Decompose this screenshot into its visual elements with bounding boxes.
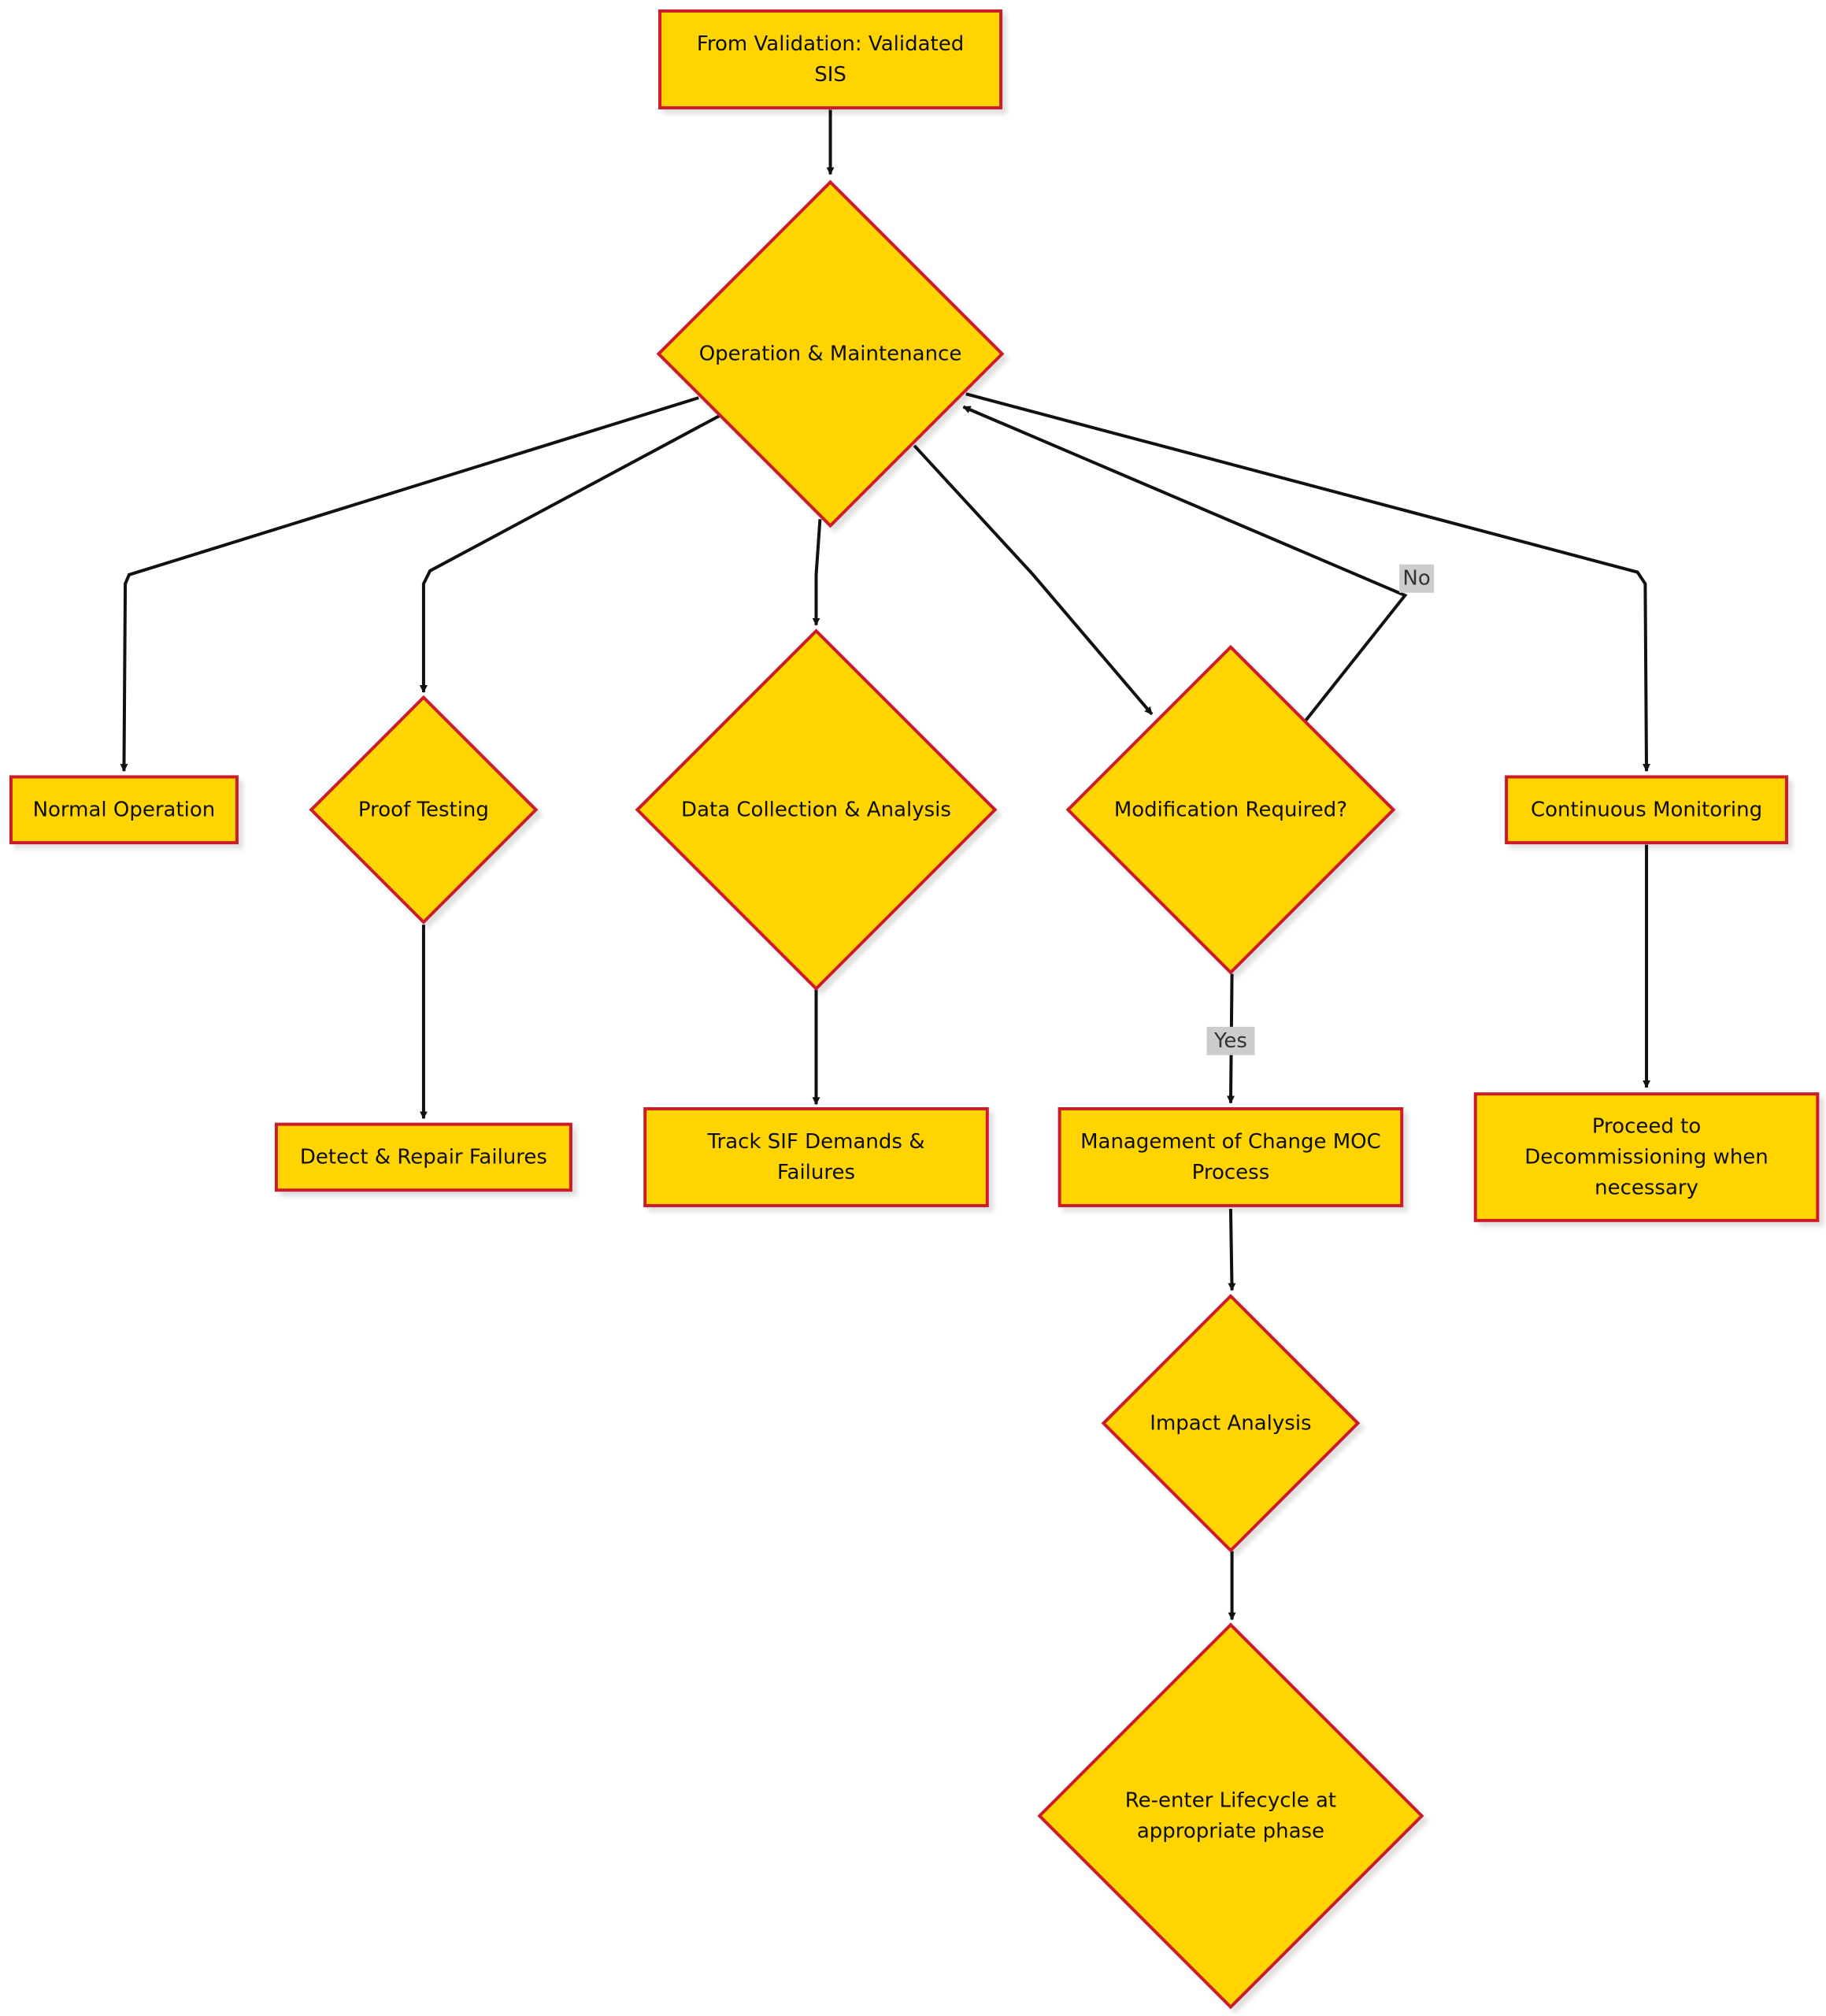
edge-operation-maintenance-to-data-collection	[812, 519, 822, 626]
node-label-line: necessary	[1595, 1176, 1698, 1199]
node-normal-operation: Normal Operation	[9, 775, 239, 845]
node-label-line: Process	[1192, 1161, 1270, 1184]
node-label-line: Operation & Maintenance	[699, 342, 962, 365]
edge-label-no: No	[1399, 564, 1435, 593]
node-label-line: Proceed to	[1592, 1114, 1701, 1138]
edge-moc-process-to-impact-analysis	[1228, 1209, 1236, 1292]
node-label-line: Impact Analysis	[1150, 1411, 1311, 1435]
process-box	[643, 1106, 989, 1207]
node-detect-repair: Detect & Repair Failures	[274, 1122, 572, 1192]
edge-labels-layer: Yes No	[1206, 564, 1435, 1055]
node-moc-process: Management of Change MOC Process	[1057, 1106, 1404, 1207]
node-proof-testing: Proof Testing	[309, 695, 539, 925]
process-box	[1473, 1092, 1820, 1222]
node-label-line: Detect & Repair Failures	[300, 1145, 547, 1169]
node-label-line: Modification Required?	[1114, 798, 1347, 821]
process-box	[1505, 775, 1788, 845]
node-label-line: Re-enter Lifecycle at	[1125, 1788, 1336, 1812]
decision-diamond	[635, 628, 998, 991]
node-modification-required: Modification Required?	[1065, 644, 1396, 975]
edge-operation-maintenance-to-normal-operation	[120, 396, 699, 773]
decision-diamond	[1065, 644, 1396, 975]
edge-label-yes: Yes	[1206, 1026, 1255, 1055]
process-box	[1057, 1106, 1404, 1207]
node-track-sif: Track SIF Demands & Failures	[643, 1106, 989, 1207]
node-label-line: appropriate phase	[1137, 1819, 1324, 1843]
node-impact-analysis: Impact Analysis	[1101, 1293, 1361, 1553]
node-label-line: Normal Operation	[33, 798, 216, 821]
node-operation-maintenance: Operation & Maintenance	[656, 180, 1005, 528]
node-label-line: Data Collection & Analysis	[681, 798, 951, 821]
node-label-line: SIS	[814, 63, 846, 87]
edge-label-text: No	[1402, 567, 1430, 591]
node-continuous-monitoring: Continuous Monitoring	[1505, 775, 1788, 845]
edge-label-text: Yes	[1213, 1029, 1247, 1053]
node-label-line: Decommissioning when	[1524, 1145, 1769, 1169]
node-decommissioning: Proceed to Decommissioning when necessary	[1473, 1092, 1820, 1222]
node-label-line: Continuous Monitoring	[1531, 798, 1762, 821]
decision-diamond	[1037, 1622, 1424, 2010]
edge-operation-maintenance-to-proof-testing	[419, 414, 720, 694]
edge-operation-maintenance-to-continuous-monitoring	[965, 392, 1650, 773]
node-data-collection: Data Collection & Analysis	[635, 628, 998, 991]
decision-diamond	[1101, 1293, 1361, 1553]
decision-diamond	[309, 695, 539, 925]
process-box	[9, 775, 239, 845]
edge-modification-required-to-operation-maintenance	[962, 405, 1408, 722]
process-box	[658, 9, 1003, 109]
edge-operation-maintenance-to-modification-required	[913, 444, 1154, 716]
node-reenter-lifecycle: Re-enter Lifecycle at appropriate phase	[1037, 1622, 1424, 2010]
decision-diamond	[656, 180, 1005, 528]
node-label-line: Management of Change MOC	[1080, 1130, 1381, 1154]
node-label-line: From Validation: Validated	[697, 32, 964, 56]
node-label-line: Track SIF Demands &	[706, 1130, 924, 1154]
node-label-line: Failures	[777, 1161, 855, 1184]
edges-layer	[120, 109, 1651, 1621]
process-box	[274, 1122, 572, 1192]
node-label-line: Proof Testing	[358, 798, 489, 821]
